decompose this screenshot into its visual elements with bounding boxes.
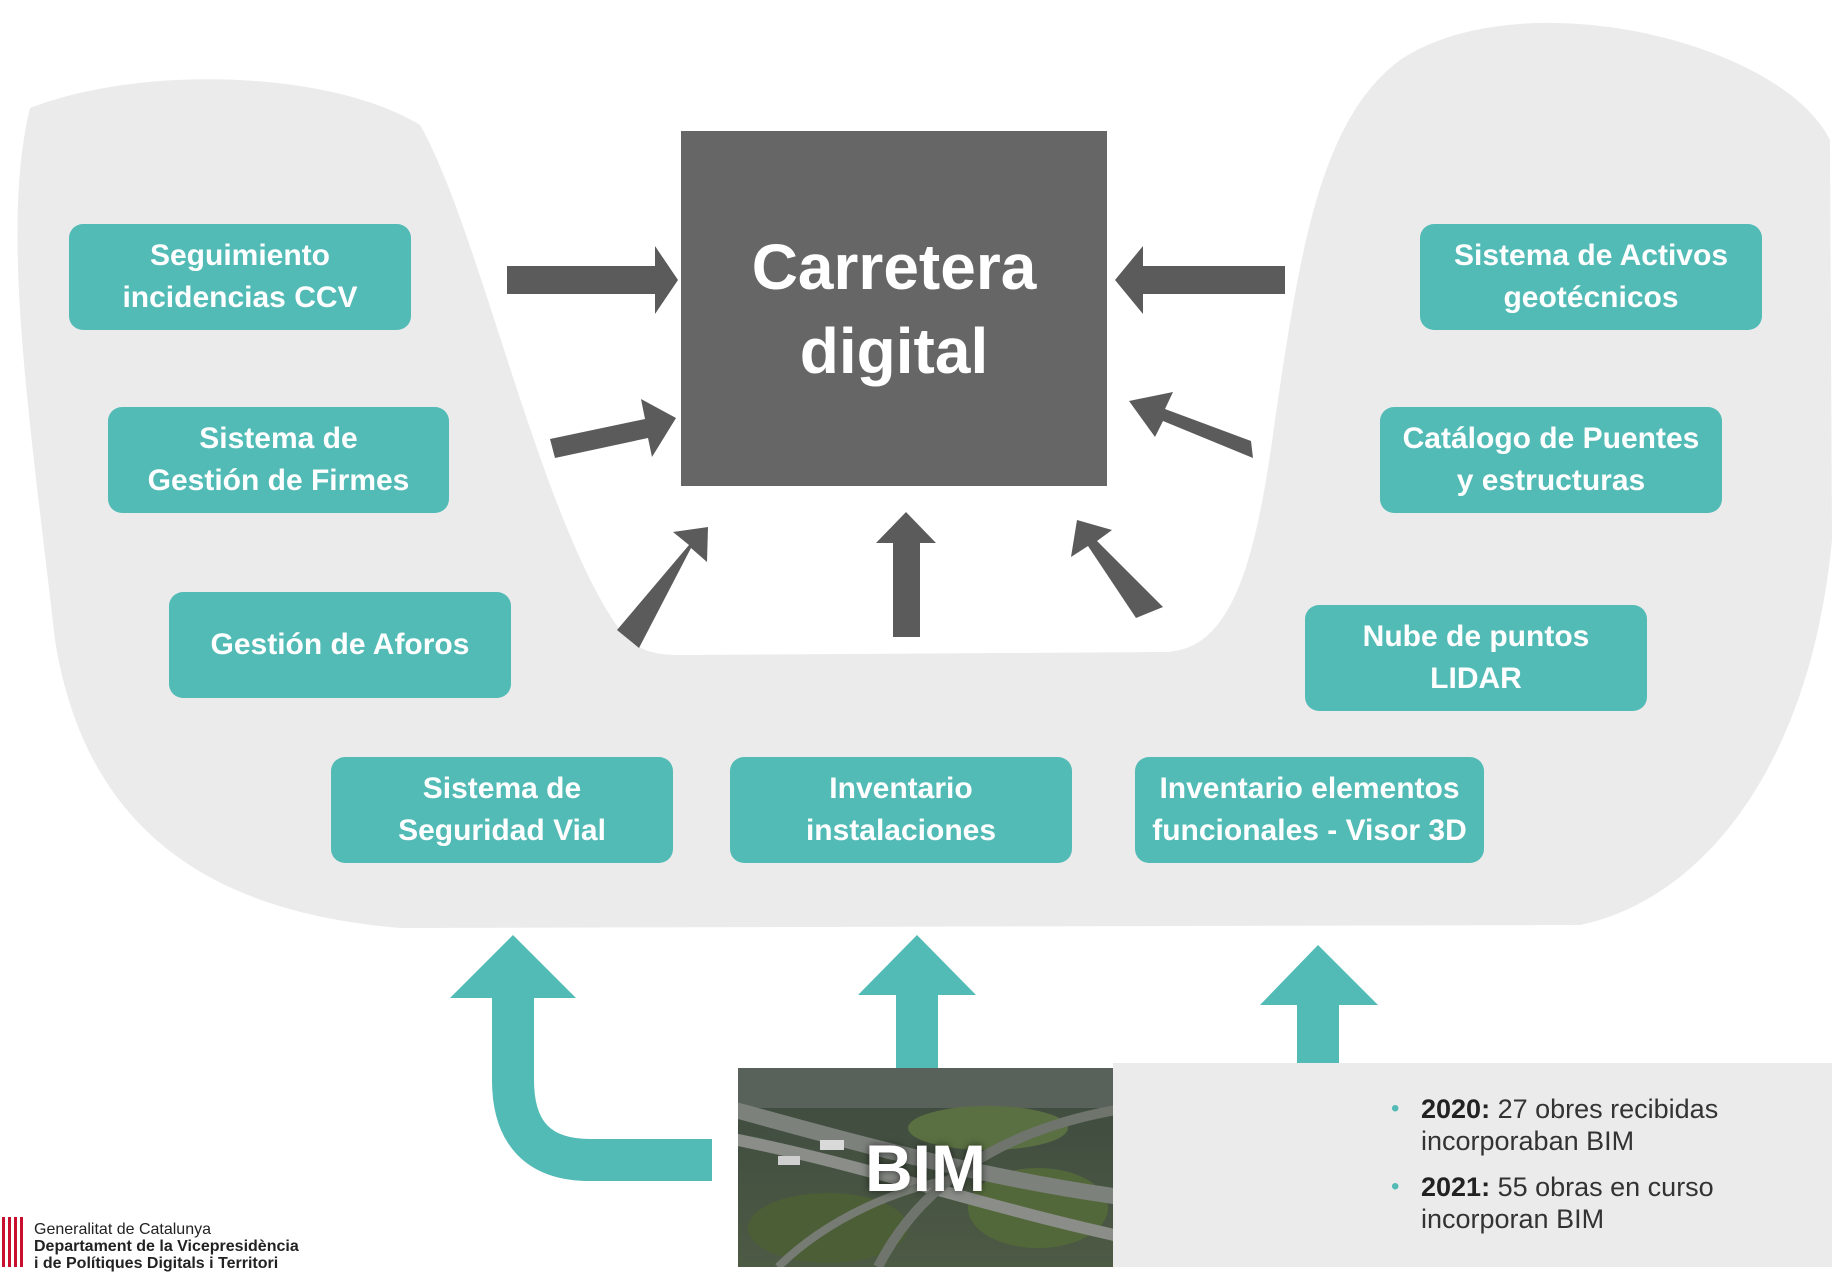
box-inventario-instalaciones: Inventario instalaciones (730, 757, 1072, 863)
box-catalogo-puentes: Catálogo de Puentes y estructuras (1380, 407, 1722, 513)
stat-2021: • 2021: 55 obras en curso incorporan BIM (1383, 1171, 1823, 1235)
stat-2020: • 2020: 27 obres recibidas incorporaban … (1383, 1093, 1823, 1157)
logo-text: Generalitat de Catalunya Departament de … (34, 1221, 299, 1272)
bim-arrow-left-curve (492, 990, 712, 1181)
arrow-up-right (1071, 520, 1163, 618)
logo-line-1: Generalitat de Catalunya (34, 1221, 211, 1238)
stat-year: 2020: (1421, 1094, 1491, 1124)
arrow-up-center (876, 512, 936, 637)
bim-arrow-left-head (450, 935, 576, 998)
box-seguridad-vial: Sistema de Seguridad Vial (331, 757, 673, 863)
box-gestion-firmes: Sistema de Gestión de Firmes (108, 407, 449, 513)
bim-arrow-right-head (1260, 945, 1378, 1005)
arrow-left-top (1115, 246, 1285, 314)
highway-interchange-image (738, 1068, 1113, 1267)
arrow-right-mid (550, 399, 676, 458)
logo-line-3: i de Polítiques Digitals i Territori (34, 1255, 279, 1272)
bim-highway-photo: BIM (738, 1068, 1113, 1267)
bim-label: BIM (865, 1130, 986, 1205)
stat-year: 2021: (1421, 1172, 1491, 1202)
box-activos-geotecnicos: Sistema de Activos geotécnicos (1420, 224, 1762, 330)
logo-line-2: Departament de la Vicepresidència (34, 1238, 299, 1255)
center-box-carretera-digital: Carretera digital (681, 131, 1107, 486)
bim-stats-panel: • 2020: 27 obres recibidas incorporaban … (1113, 1063, 1832, 1267)
box-visor-3d: Inventario elementos funcionales - Visor… (1135, 757, 1484, 863)
box-seguimiento-incidencias: Seguimiento incidencias CCV (69, 224, 411, 330)
arrow-up-left (617, 527, 708, 648)
arrow-left-mid (1129, 392, 1253, 458)
stat-text: 27 obres recibidas incorporaban BIM (1421, 1094, 1719, 1156)
bim-arrow-center-head (858, 935, 976, 995)
bim-stats-list: • 2020: 27 obres recibidas incorporaban … (1383, 1093, 1823, 1249)
bullet-icon: • (1391, 1095, 1400, 1122)
stat-text: 55 obras en curso incorporan BIM (1421, 1172, 1714, 1234)
arrow-right-top (507, 246, 678, 314)
senyera-icon (0, 1217, 24, 1267)
bullet-icon: • (1391, 1173, 1400, 1200)
box-nube-lidar: Nube de puntos LIDAR (1305, 605, 1647, 711)
box-gestion-aforos: Gestión de Aforos (169, 592, 511, 698)
generalitat-logo: Generalitat de Catalunya Departament de … (0, 1215, 360, 1272)
